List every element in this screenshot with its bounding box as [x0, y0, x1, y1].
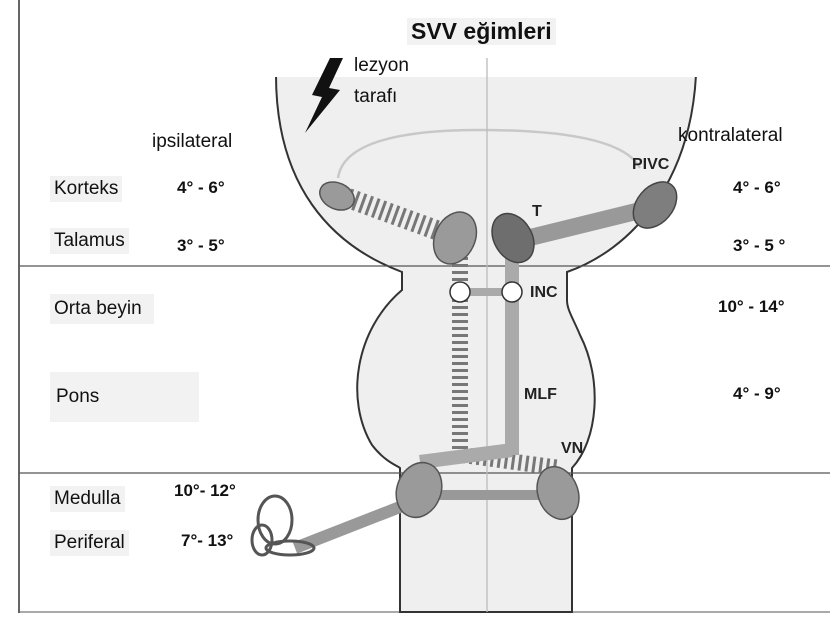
level-korteks: Korteks — [50, 176, 122, 202]
level-talamus: Talamus — [50, 228, 129, 254]
ipsilateral-label: ipsilateral — [152, 131, 232, 153]
lesion-label-line1: lezyon — [354, 55, 409, 77]
contra-korteks-degrees: 4° - 6° — [733, 178, 781, 198]
ipsi-medulla-degrees: 10°- 12° — [174, 481, 236, 501]
level-periferal: Periferal — [50, 530, 129, 556]
contra-talamus-degrees: 3° - 5 ° — [733, 236, 785, 256]
level-medulla: Medulla — [50, 486, 125, 512]
ipsi-korteks-degrees: 4° - 6° — [177, 178, 225, 198]
contralateral-label: kontralateral — [678, 125, 783, 147]
label-mlf: MLF — [524, 386, 557, 404]
label-t: T — [532, 203, 542, 221]
contra-orta-beyin-degrees: 10° - 14° — [718, 297, 785, 317]
diagram-title: SVV eğimleri — [407, 18, 556, 45]
ipsi-periferal-degrees: 7°- 13° — [181, 531, 233, 551]
vestibular-nerve — [295, 505, 405, 548]
contra-pons-degrees: 4° - 9° — [733, 384, 781, 404]
lesion-label-line2: tarafı — [354, 86, 397, 108]
level-orta-beyin: Orta beyin — [50, 294, 154, 324]
label-pivc: PIVC — [632, 156, 669, 174]
contra-inc-node — [502, 282, 522, 302]
ipsi-inc-node — [450, 282, 470, 302]
ipsi-talamus-degrees: 3° - 5° — [177, 236, 225, 256]
label-inc: INC — [530, 284, 558, 302]
label-vn: VN — [561, 440, 583, 458]
level-pons: Pons — [50, 372, 199, 422]
